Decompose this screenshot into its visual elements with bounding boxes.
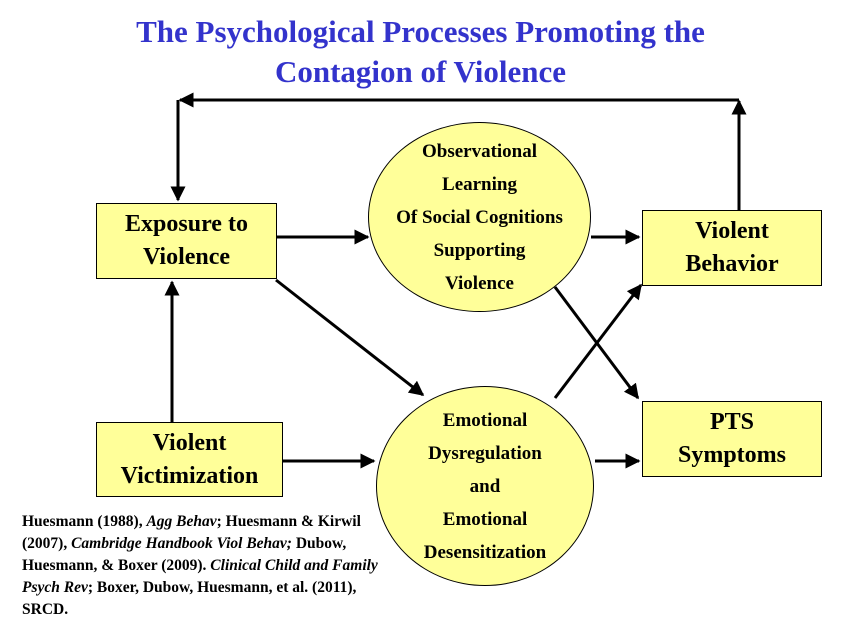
citation-part-1: Huesmann (1988), <box>22 513 147 530</box>
node-emotional-line-3: and <box>469 475 501 497</box>
node-behavior-line-1: Violent <box>695 218 769 244</box>
node-pts-symptoms: PTS Symptoms <box>642 401 822 477</box>
citation-part-7: ; Boxer, Dubow, Huesmann, et al. (2011),… <box>22 579 357 618</box>
node-emotional-line-4: Emotional <box>442 508 528 530</box>
node-victimization-line-1: Violent <box>152 429 227 456</box>
node-emotional-line-5: Desensitization <box>423 541 547 563</box>
citation-journal-3: Clinical Child and Family Psych Rev <box>22 557 378 596</box>
node-emotional-line-2: Dysregulation <box>428 442 542 464</box>
title-line-1: The Psychological Processes Promoting th… <box>136 14 705 49</box>
citation-journal-2: Cambridge Handbook Viol Behav; <box>71 535 292 552</box>
node-emotional-dysregulation: Emotional Dysregulation and Emotional De… <box>376 386 594 586</box>
arrow-emotional-to-behavior <box>553 283 643 399</box>
node-observational-line-2: Learning <box>442 173 517 195</box>
node-emotional-line-1: Emotional <box>442 409 528 431</box>
node-violent-behavior: Violent Behavior <box>642 210 822 286</box>
node-pts-line-2: Symptoms <box>677 442 786 468</box>
citation-part-3: ; Huesmann & Kirwil (2007), <box>22 513 361 552</box>
node-observational-line-3: Of Social Cognitions <box>396 206 563 228</box>
citation-text: Huesmann (1988), Agg Behav; Huesmann & K… <box>22 511 382 621</box>
node-behavior-line-2: Behavior <box>685 251 779 277</box>
node-exposure-to-violence: Exposure to Violence <box>96 203 277 279</box>
node-exposure-line-2: Violence <box>142 244 231 270</box>
node-observational-line-5: Violence <box>445 272 514 294</box>
node-observational-line-4: Supporting <box>433 239 526 261</box>
arrow-exposure-to-emotional <box>275 278 425 397</box>
node-victimization-line-2: Victimization <box>120 462 259 489</box>
title-line-2: Contagion of Violence <box>274 54 567 89</box>
node-observational-line-1: Observational <box>421 140 538 162</box>
citation-part-5: Dubow, Huesmann, & Boxer (2009). <box>22 535 347 574</box>
citation-journal-1: Agg Behav <box>146 513 217 530</box>
node-observational-learning: Observational Learning Of Social Cogniti… <box>368 122 591 312</box>
node-violent-victimization: Violent Victimization <box>96 422 283 497</box>
node-exposure-line-1: Exposure to <box>125 211 248 237</box>
node-pts-line-1: PTS <box>709 409 754 435</box>
diagram-title: The Psychological Processes Promoting th… <box>0 12 841 92</box>
